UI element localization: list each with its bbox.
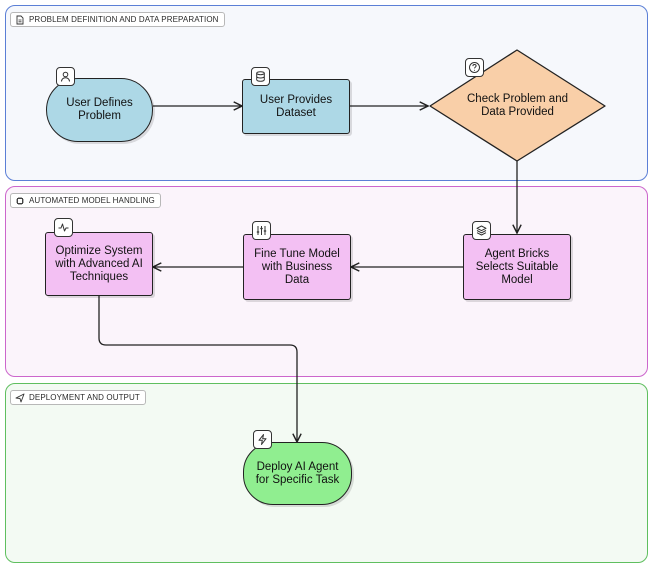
database-icon — [256, 71, 265, 82]
layers-icon-badge — [472, 221, 491, 240]
edge-optimize-to-deploy — [98, 296, 297, 442]
layers-icon — [476, 225, 487, 236]
node-label: User Provides Dataset — [259, 93, 333, 119]
sliders-icon — [256, 226, 267, 235]
node-label: Deploy AI Agent for Specific Task — [255, 460, 340, 486]
lightning-icon-badge — [253, 430, 272, 449]
node-deploy-ai-agent: Deploy AI Agent for Specific Task — [243, 442, 352, 505]
send-icon — [15, 393, 25, 403]
lane-label-deployment: DEPLOYMENT AND OUTPUT — [10, 390, 146, 405]
activity-icon-badge — [54, 218, 73, 237]
node-label: User Defines Problem — [66, 97, 133, 122]
node-fine-tune-model: Fine Tune Model with Business Data — [243, 234, 351, 300]
lightning-icon — [258, 434, 267, 445]
user-icon-badge — [56, 67, 75, 86]
node-label: Optimize System with Advanced AI Techniq… — [55, 244, 143, 283]
node-agent-bricks: Agent Bricks Selects Suitable Model — [463, 234, 571, 300]
check-problem-diamond — [429, 49, 606, 162]
question-icon-badge — [465, 58, 484, 77]
node-user-provides-dataset: User Provides Dataset — [242, 79, 350, 134]
node-label: Agent Bricks Selects Suitable Model — [475, 247, 559, 286]
lane-title-deployment: DEPLOYMENT AND OUTPUT — [29, 393, 140, 402]
node-user-defines-problem: User Defines Problem — [46, 78, 153, 142]
node-label: Fine Tune Model with Business Data — [254, 247, 340, 286]
database-icon-badge — [251, 67, 270, 86]
sliders-icon-badge — [252, 221, 271, 240]
node-label: Check Problem and Data Provided — [467, 93, 568, 118]
node-check-problem-label: Check Problem and Data Provided — [460, 80, 575, 132]
lane-label-problem-definition: PROBLEM DEFINITION AND DATA PREPARATION — [10, 12, 225, 27]
lane-title-preparation: PROBLEM DEFINITION AND DATA PREPARATION — [29, 15, 219, 24]
node-optimize-system: Optimize System with Advanced AI Techniq… — [45, 232, 153, 296]
document-icon — [15, 15, 25, 25]
activity-icon — [58, 223, 69, 232]
lane-label-model-handling: AUTOMATED MODEL HANDLING — [10, 193, 161, 208]
user-icon — [61, 71, 70, 82]
chip-icon — [15, 196, 25, 206]
question-icon — [469, 62, 480, 73]
lane-title-handling: AUTOMATED MODEL HANDLING — [29, 196, 155, 205]
